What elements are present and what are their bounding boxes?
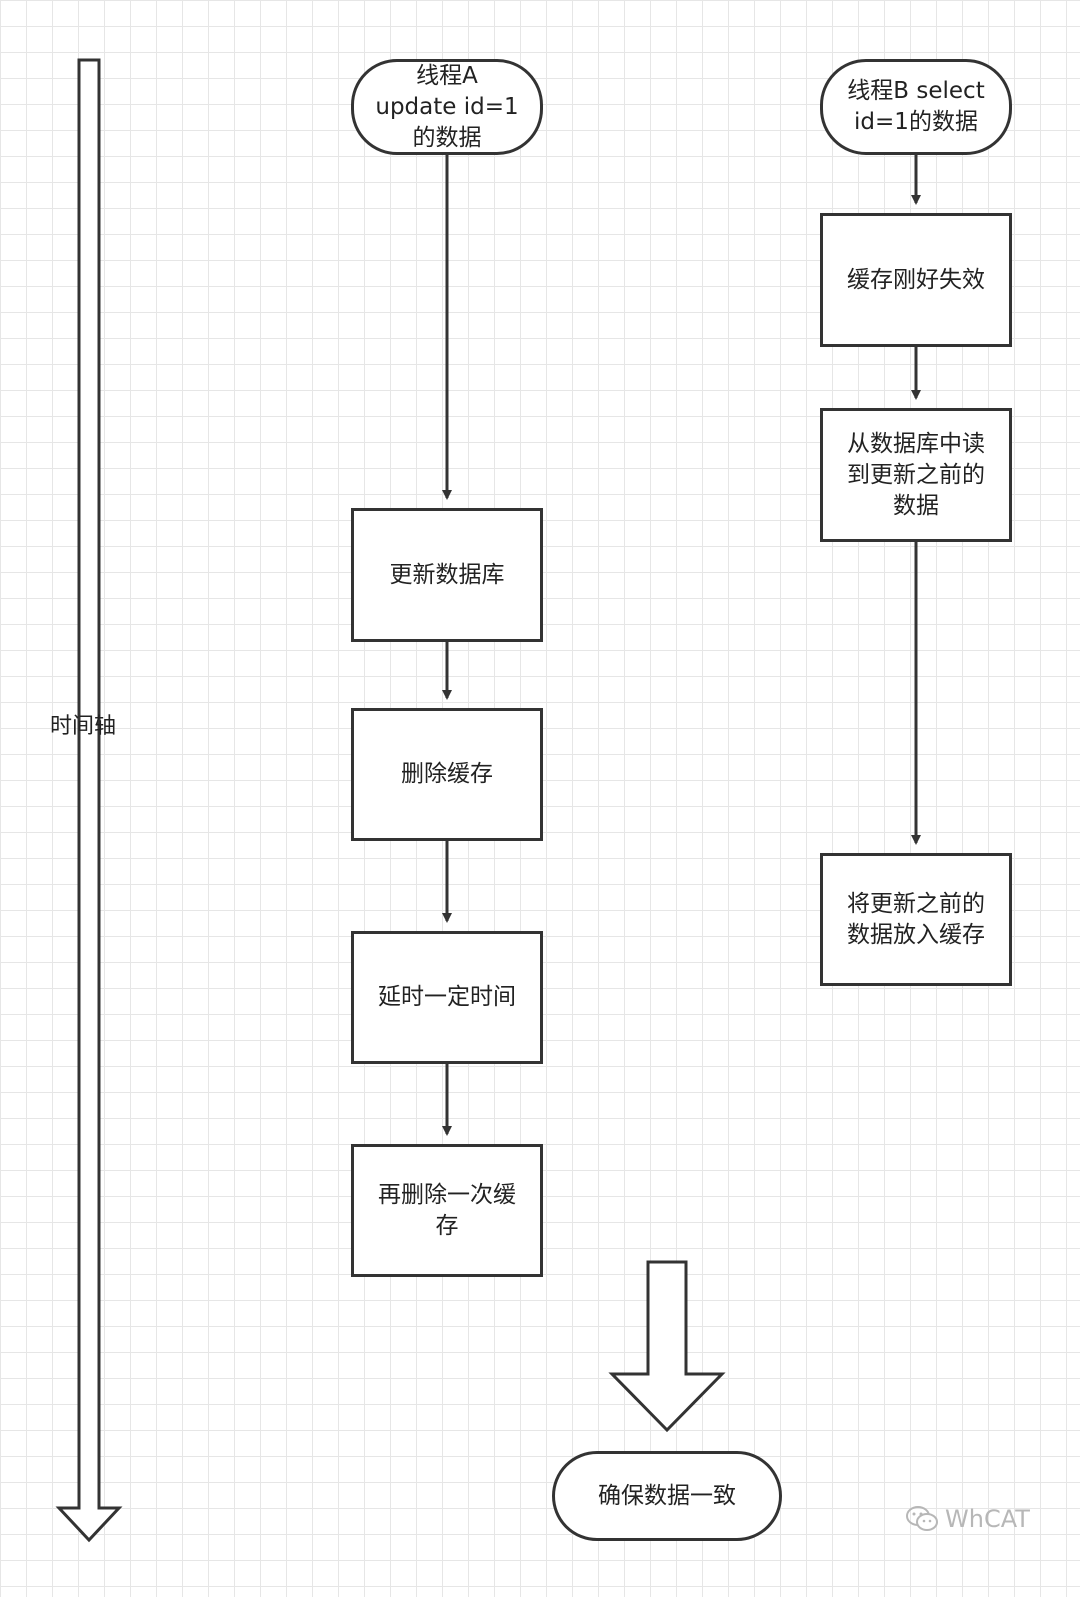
wechat-icon <box>906 1506 938 1531</box>
thread-b-step-write-old-cache: 将更新之前的 数据放入缓存 <box>820 853 1012 986</box>
thread-a-step-update-db: 更新数据库 <box>351 508 543 642</box>
thread-a-step-delete-again: 再删除一次缓 存 <box>351 1144 543 1277</box>
thread-a-step-update-db-label: 更新数据库 <box>389 561 505 588</box>
timeline-label: 时间轴 <box>50 714 117 739</box>
thread-a-step-delete-again-label: 再删除一次缓 存 <box>378 1181 516 1239</box>
thread-b-step-read-old-data-label: 从数据库中读 到更新之前的 数据 <box>847 430 985 519</box>
result-arrow <box>608 1260 726 1433</box>
result-node: 确保数据一致 <box>552 1451 782 1541</box>
watermark-text: WhCAT <box>945 1505 1030 1533</box>
thread-a-step-delay: 延时一定时间 <box>351 931 543 1064</box>
thread-a-step-delay-label: 延时一定时间 <box>378 984 516 1010</box>
thread-a-start-label: 线程A update id=1 的数据 <box>375 62 519 151</box>
thread-b-start: 线程B select id=1的数据 <box>820 59 1012 155</box>
thread-b-step-write-old-cache-label: 将更新之前的 数据放入缓存 <box>847 890 985 948</box>
thread-a-step-delete-cache: 删除缓存 <box>351 708 543 841</box>
thread-b-step-read-old-data: 从数据库中读 到更新之前的 数据 <box>820 408 1012 542</box>
thread-b-step-cache-expired-label: 缓存刚好失效 <box>847 266 985 293</box>
result-label: 确保数据一致 <box>598 1482 736 1509</box>
thread-a-step-delete-cache-label: 删除缓存 <box>401 761 493 787</box>
timeline-arrow <box>55 58 123 1543</box>
watermark: WhCAT <box>905 1505 1030 1533</box>
thread-a-start: 线程A update id=1 的数据 <box>351 59 543 155</box>
thread-b-start-label: 线程B select id=1的数据 <box>847 78 985 135</box>
thread-b-step-cache-expired: 缓存刚好失效 <box>820 213 1012 347</box>
